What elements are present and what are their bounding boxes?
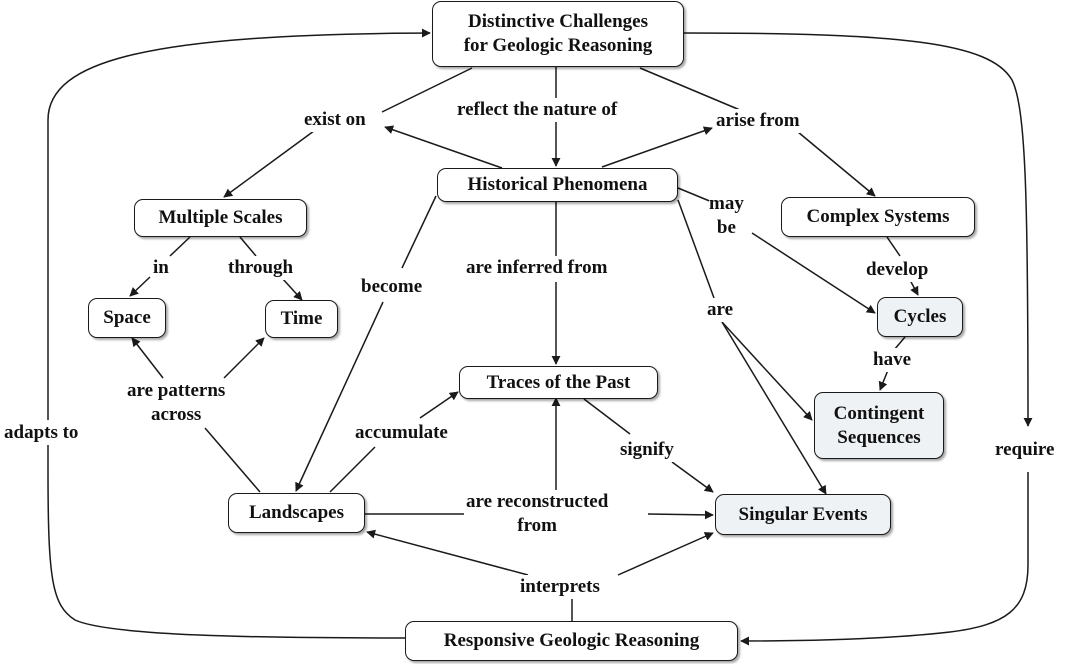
node-singular-events: Singular Events [715,494,891,535]
edge-in-space [129,276,151,297]
node-historical-phenomena: Historical Phenomena [437,168,678,202]
link-label-are-patterns-across: are patterns across [127,379,226,427]
edge-exist-on-scales [223,127,319,198]
link-label-adapts-to: adapts to [4,421,79,445]
node-traces-of-the-past: Traces of the Past [459,366,658,399]
edge-traces-signify [583,398,631,435]
link-label-develop: develop [866,258,929,282]
edge-reconstructed-singular [647,510,714,520]
node-distinctive-challenges: Distinctive Challenges for Geologic Reas… [432,1,684,67]
node-distinctive-challenges-line2: for Geologic Reasoning [463,35,653,56]
edge-responsive-adapts-to [47,444,406,639]
link-label-through: through [228,256,294,280]
link-label-reflect-the-nature-of: reflect the nature of [457,98,618,122]
edge-develop-cycles [909,279,919,296]
link-label-are-reconstructed-from-line1: are reconstructed [466,491,609,512]
link-label-become: become [361,275,423,299]
edge-scales-in [169,236,191,257]
edge-historical-exist-on [384,125,503,169]
link-label-may-be-line1: may [709,193,744,214]
edge-are-singular [721,321,827,495]
node-cycles: Cycles [877,297,963,337]
node-distinctive-challenges-line1: Distinctive Challenges [468,11,648,33]
edge-historical-are [677,199,715,299]
edge-historical-may-be [677,187,713,203]
link-label-accumulate: accumulate [355,421,448,445]
edge-are-contingent [721,321,813,421]
edge-patterns-time [223,337,265,379]
edge-interprets-singular [617,532,714,576]
link-label-require: require [995,438,1055,462]
edge-landscapes-accumulate [329,446,376,493]
link-label-are-reconstructed-from: are reconstructed from [466,490,609,538]
edge-through-time [281,277,303,301]
link-label-are-reconstructed-from-line2: from [517,514,558,536]
link-label-interprets: interprets [520,575,600,599]
link-label-in: in [153,256,169,280]
edge-become-landscapes [295,301,384,492]
node-contingent-sequences-line2: Sequences [837,426,921,448]
edge-historical-become [401,195,437,269]
node-complex-systems: Complex Systems [781,197,975,237]
edge-landscapes-patterns [204,427,261,493]
edge-interprets-landscapes [366,529,529,576]
edge-have-contingent [878,369,889,391]
link-label-signify: signify [620,438,674,462]
link-label-have: have [873,348,911,372]
link-label-may-be: may be [709,192,744,240]
edge-cycles-have [893,336,906,351]
node-responsive-geologic-reasoning: Responsive Geologic Reasoning [405,621,738,661]
link-label-are-inferred-from: are inferred from [466,256,608,280]
edge-adapts-to-challenges [47,28,431,420]
link-label-arise-from: arise from [716,109,800,133]
node-contingent-sequences: Contingent Sequences [814,392,944,459]
node-contingent-sequences-line1: Contingent [833,402,925,424]
link-label-may-be-line2: be [716,216,736,238]
node-space: Space [88,298,166,338]
edge-signify-singular [671,461,714,493]
edge-accumulate-traces [419,391,459,419]
link-label-are-patterns-across-line1: are patterns [127,380,226,401]
edge-require-responsive [740,472,1029,646]
node-time: Time [265,300,338,338]
edge-complex-develop [886,236,901,257]
edge-challenges-require [682,32,1033,427]
edge-patterns-space [131,337,164,379]
node-landscapes: Landscapes [228,493,365,533]
link-label-are-patterns-across-line2: across [151,403,202,425]
edge-arise-complex [797,131,876,197]
edge-challenges-exist-on [381,67,473,113]
edge-challenges-arise [639,67,741,111]
edge-may-be-cycles [751,232,876,314]
edge-scales-through [239,236,257,257]
edge-historical-arise [601,126,713,168]
node-multiple-scales: Multiple Scales [134,199,307,237]
link-label-are: are [707,298,734,322]
link-label-exist-on: exist on [304,108,366,132]
